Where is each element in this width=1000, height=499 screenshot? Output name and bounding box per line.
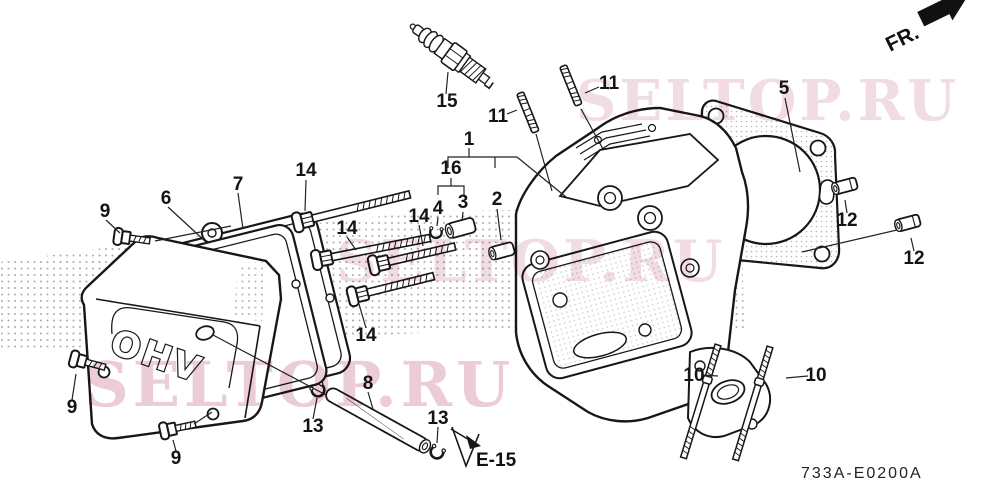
part-callout-9: 9 (99, 201, 111, 222)
part-callout-10: 10 (683, 365, 705, 386)
push-rod-pipe-drawing (325, 387, 432, 454)
part-callout-12: 12 (903, 248, 925, 269)
part-callout-9: 9 (66, 397, 78, 418)
dowel-pin-drawing (892, 213, 923, 234)
part-callout-10: 10 (805, 365, 827, 386)
valve-cover-drawing: OHV (80, 235, 283, 440)
part-callout-11: 11 (598, 73, 620, 94)
part-callout-14: 14 (336, 218, 358, 239)
stud-bolt-drawing (515, 90, 540, 135)
part-callout-15: 15 (436, 91, 458, 112)
part-callout-14: 14 (408, 206, 430, 227)
clip-drawing (427, 442, 448, 462)
part-callout-14: 14 (355, 325, 377, 346)
diagram-code: 733A-E0200A (801, 465, 923, 482)
leader-lines (71, 71, 915, 452)
part-callout-7: 7 (232, 174, 244, 195)
cylinder-head-drawing (514, 106, 772, 438)
valve-guide-clip-drawing (429, 226, 444, 240)
part-callout-14: 14 (295, 160, 317, 181)
front-direction-indicator: FR. (882, 0, 968, 57)
part-callout-16: 16 (440, 158, 462, 179)
part-callout-11: 11 (487, 106, 509, 127)
stud-bolt-drawing (558, 63, 583, 108)
valve-guide-drawing (444, 217, 477, 239)
part-callout-13: 13 (427, 408, 449, 429)
front-arrow-icon (917, 0, 968, 27)
part-callout-1: 1 (463, 129, 475, 150)
front-direction-label: FR. (882, 21, 922, 57)
part-callout-6: 6 (160, 188, 172, 209)
reference-label: E-15 (476, 450, 517, 471)
part-callout-8: 8 (362, 373, 374, 394)
part-callout-5: 5 (778, 78, 790, 99)
part-callout-2: 2 (491, 189, 503, 210)
part-callout-3: 3 (457, 192, 469, 213)
part-callout-12: 12 (836, 210, 858, 231)
part-callout-4: 4 (432, 198, 444, 219)
valve-guide-drawing (488, 241, 516, 261)
part-callout-9: 9 (170, 448, 182, 469)
spark-plug-drawing (409, 23, 494, 90)
reference-arrow-icon (450, 426, 481, 469)
part-callout-13: 13 (302, 416, 324, 437)
